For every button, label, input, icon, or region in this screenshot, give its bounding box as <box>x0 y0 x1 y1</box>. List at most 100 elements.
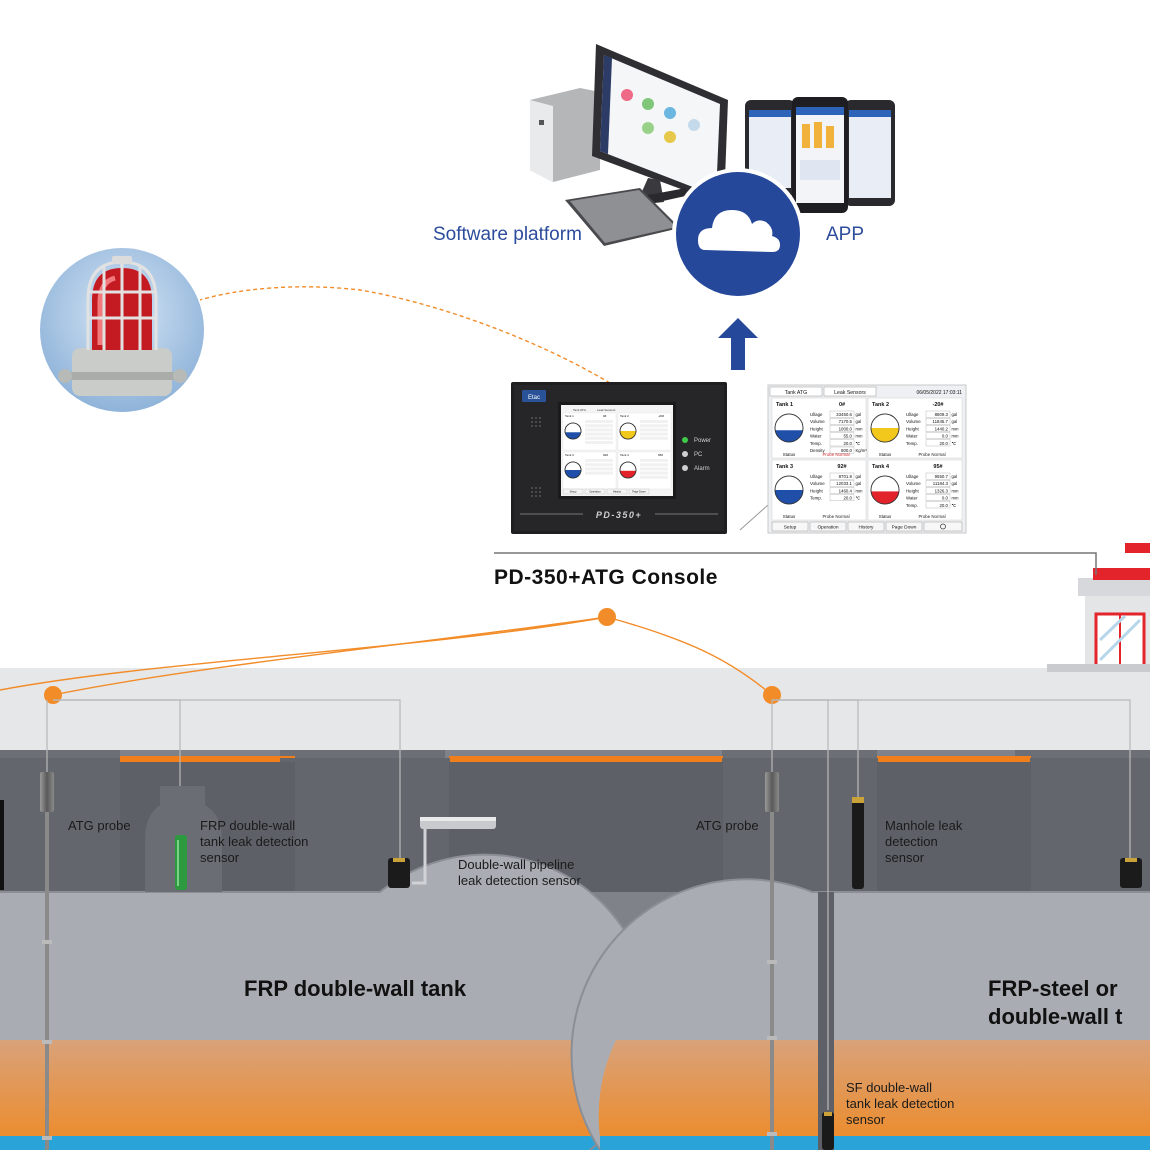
alarm-beacon <box>40 248 204 412</box>
zoom-line <box>739 504 769 531</box>
sensor-wires <box>46 699 1131 1110</box>
reading-unit: gal <box>952 474 958 479</box>
reading-label: Temp. <box>906 503 918 508</box>
console-link-line <box>494 552 1097 575</box>
mini-tank-1: Tank 1 0# <box>562 412 617 451</box>
reading-label: Water <box>906 434 918 439</box>
reading-unit: gal <box>856 474 862 479</box>
tank-name: Tank 1 <box>776 402 793 408</box>
reading-unit: mm <box>952 434 959 439</box>
screen-button-setup[interactable] <box>771 521 809 532</box>
screen-settings-button[interactable] <box>923 521 963 532</box>
mini-tank-name: Tank 2 <box>620 414 629 418</box>
console-model: PD-350+ <box>596 510 642 520</box>
tank-4-level <box>871 491 899 504</box>
reading-label: Height <box>810 488 823 493</box>
reading-unit: Kg/m³ <box>856 448 868 453</box>
sf-tank-sensor <box>822 1112 834 1150</box>
mini-button-label: History <box>613 490 622 494</box>
frp-steel-tank-label: FRP-steel or double-wall t <box>988 976 1123 1029</box>
screen-button-operation[interactable] <box>809 521 847 532</box>
reading-label: Height <box>906 488 919 493</box>
mini-tank-name: Tank 3 <box>565 453 574 457</box>
reading-value: 1440.2 <box>935 426 949 431</box>
tank-3-level <box>775 490 803 504</box>
screen-button-label: History <box>859 525 875 531</box>
reading-value: 8809.3 <box>935 412 949 417</box>
reading-value: 20.0 <box>843 496 852 501</box>
status-label: Status <box>783 514 796 519</box>
reading-value: 1460.4 <box>839 488 853 493</box>
probe-status: Probe Normal <box>918 514 945 519</box>
mini-button-label: Setup <box>570 490 577 494</box>
frp-steel-tank <box>570 878 1150 1150</box>
console-title: PD-350+ATG Console <box>494 566 718 589</box>
mini-tank-id: -20# <box>658 414 664 418</box>
reading-unit: ℃ <box>856 496 861 501</box>
reading-label: Ullage <box>810 474 823 479</box>
reading-label: Density <box>810 448 825 453</box>
frp-tank-label: FRP double-wall tank <box>244 976 467 1001</box>
reading-value: 55.0 <box>843 434 852 439</box>
reading-label: Temp. <box>906 441 918 446</box>
manhole-sensor-label: Manhole leak detection sensor <box>885 818 963 865</box>
tank-name: Tank 4 <box>872 464 890 470</box>
pipeline-sensor-2 <box>1120 858 1142 888</box>
reading-unit: ℃ <box>856 441 861 446</box>
screen-button-page-down[interactable] <box>885 521 923 532</box>
reading-unit: ℃ <box>952 503 957 508</box>
reading-value: 800.0 <box>841 448 853 453</box>
tab-leak-sensors[interactable]: Leak Sensors <box>834 390 866 396</box>
reading-label: Volume <box>810 481 825 486</box>
reading-value: 1000.0 <box>839 426 853 431</box>
manhole-lids <box>0 750 1150 762</box>
tab-tank-atg[interactable]: Tank ATG <box>785 390 807 396</box>
reading-value: 11845.7 <box>932 419 948 424</box>
reading-value: 8701.9 <box>839 474 853 479</box>
frp-tank <box>0 853 653 1150</box>
mini-button-label: Page Down <box>632 490 646 494</box>
cables <box>0 286 773 696</box>
led-pc-label: PC <box>694 452 703 458</box>
atg-probe-1 <box>40 772 54 1150</box>
reading-label: Height <box>906 426 919 431</box>
tank-name: Tank 2 <box>872 402 889 408</box>
mini-tank-id: 0# <box>603 414 607 418</box>
reading-label: Temp. <box>810 441 822 446</box>
mini-tank-2-level <box>620 431 636 439</box>
reading-value: 12033.1 <box>836 481 852 486</box>
pipeline-sensor-label: Double-wall pipeline leak detection sens… <box>458 857 581 888</box>
reading-label: Height <box>810 426 823 431</box>
tank-1-level <box>775 430 803 442</box>
reading-value: 0.0 <box>942 496 949 501</box>
reading-value: 9550.7 <box>935 474 949 479</box>
app-label: APP <box>826 224 865 245</box>
desktop-computer <box>530 44 728 246</box>
mini-tab: Tank ATG <box>573 408 587 412</box>
up-arrow-icon <box>718 318 758 370</box>
probe-status: Probe Normal <box>822 452 849 457</box>
tank-id: -20# <box>932 402 943 408</box>
frp-tank-sensor-label: FRP double-wall tank leak detection sens… <box>200 818 309 865</box>
cloud-icon <box>698 210 780 252</box>
mini-tank-id: 92# <box>603 453 608 457</box>
pipeline-sensor <box>388 817 496 888</box>
screen-button-history[interactable] <box>847 521 885 532</box>
reading-value: 1326.3 <box>935 488 949 493</box>
status-label: Status <box>879 452 892 457</box>
edge-sensor <box>0 800 4 890</box>
atg-probe-label-1: ATG probe <box>68 818 131 833</box>
mini-tank-id: 95# <box>658 453 663 457</box>
reading-label: Volume <box>906 419 921 424</box>
tank-id: 95# <box>933 464 942 470</box>
atg-probe-label-2: ATG probe <box>696 818 759 833</box>
reading-label: Ullage <box>906 474 919 479</box>
reading-value: 20.0 <box>939 441 948 446</box>
mini-tank-name: Tank 1 <box>565 414 574 418</box>
reading-unit: mm <box>856 426 863 431</box>
